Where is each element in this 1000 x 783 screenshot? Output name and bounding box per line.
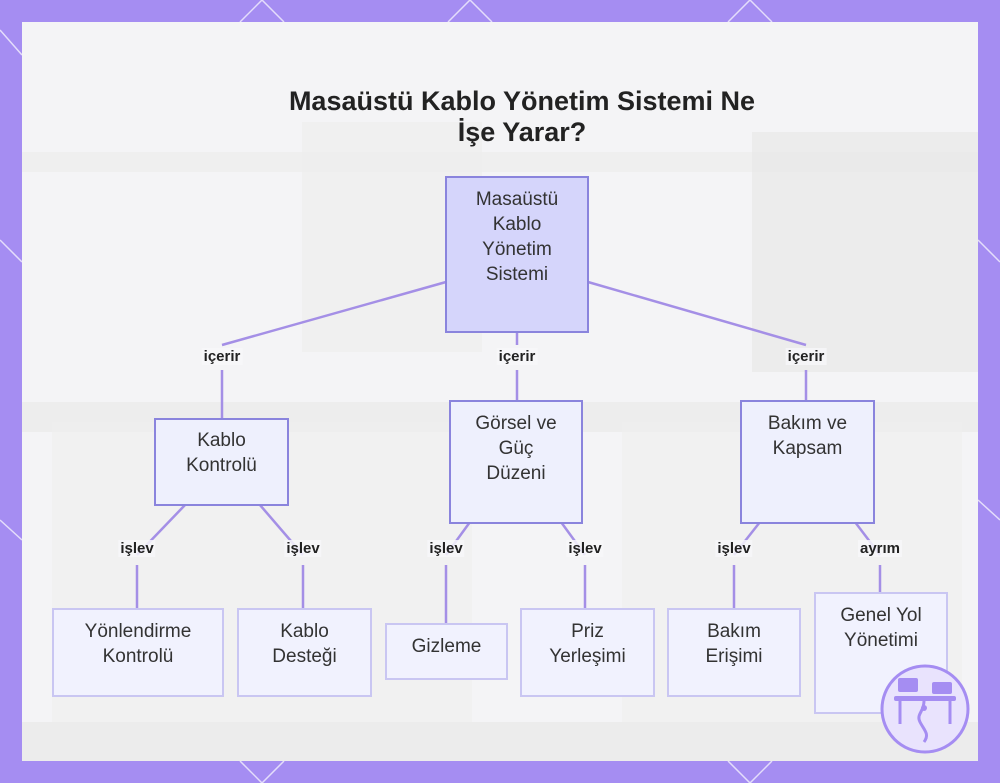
- leaf-node-priz-yerlesimi: Priz Yerleşimi: [520, 608, 655, 697]
- node-label: Kapsam: [772, 438, 843, 459]
- connector-root-bakim: [587, 280, 807, 347]
- desk-cable-icon: [880, 664, 970, 754]
- node-label: Düzeni: [486, 463, 546, 484]
- leaf-node-genel-yol: Genel Yol Yönetimi: [814, 592, 948, 714]
- node-label: Yönetimi: [844, 630, 918, 651]
- edge-label: içerir: [201, 348, 243, 365]
- branch-node-kablo-kontrolu: Kablo Kontrolü: [154, 418, 289, 506]
- node-label: Masaüstü: [475, 189, 559, 210]
- node-label: Kablo: [197, 430, 246, 451]
- title-line: Masaüstü Kablo Yönetim Sistemi Ne: [288, 86, 756, 116]
- node-label: Yönetim: [482, 239, 552, 260]
- node-label: Yerleşimi: [549, 646, 626, 667]
- node-label: Genel Yol: [840, 605, 922, 626]
- node-label: Erişimi: [705, 646, 763, 667]
- connector-root-kablo: [221, 280, 447, 347]
- edge-label: içerir: [785, 348, 827, 365]
- node-label: Gizleme: [411, 636, 482, 657]
- node-label: Priz: [571, 621, 604, 642]
- node-label: Bakım ve: [767, 413, 848, 434]
- leaf-node-bakim-erisimi: Bakım Erişimi: [667, 608, 801, 697]
- node-label: Görsel ve: [475, 413, 557, 434]
- leaf-node-kablo-destegi: Kablo Desteği: [237, 608, 372, 697]
- title-line: İşe Yarar?: [457, 117, 587, 147]
- edge-label: içerir: [496, 348, 538, 365]
- node-label: Kablo: [280, 621, 329, 642]
- node-label: Kontrolü: [102, 646, 174, 667]
- leaf-node-yonlendirme: Yönlendirme Kontrolü: [52, 608, 224, 697]
- node-label: Güç: [498, 438, 534, 459]
- branch-node-gorsel-guc: Görsel ve Güç Düzeni: [449, 400, 583, 524]
- diagram-title: Masaüstü Kablo Yönetim Sistemi Ne İşe Ya…: [222, 86, 822, 148]
- node-label: Kontrolü: [186, 455, 257, 476]
- diagram-card: Masaüstü Kablo Yönetim Sistemi Ne İşe Ya…: [22, 22, 978, 761]
- leaf-node-gizleme: Gizleme: [385, 623, 508, 680]
- node-label: Sistemi: [485, 264, 549, 285]
- branch-node-bakim-kapsam: Bakım ve Kapsam: [740, 400, 875, 524]
- node-label: Yönlendirme: [84, 621, 192, 642]
- root-node: Masaüstü Kablo Yönetim Sistemi: [445, 176, 589, 333]
- edge-label: işlev: [284, 540, 322, 557]
- edge-label: işlev: [427, 540, 465, 557]
- node-label: Kablo: [492, 214, 542, 235]
- edge-label: işlev: [715, 540, 753, 557]
- node-label: Desteği: [272, 646, 337, 667]
- edge-label: işlev: [566, 540, 604, 557]
- node-label: Bakım: [707, 621, 761, 642]
- edge-label: ayrım: [857, 540, 903, 557]
- edge-label: işlev: [118, 540, 156, 557]
